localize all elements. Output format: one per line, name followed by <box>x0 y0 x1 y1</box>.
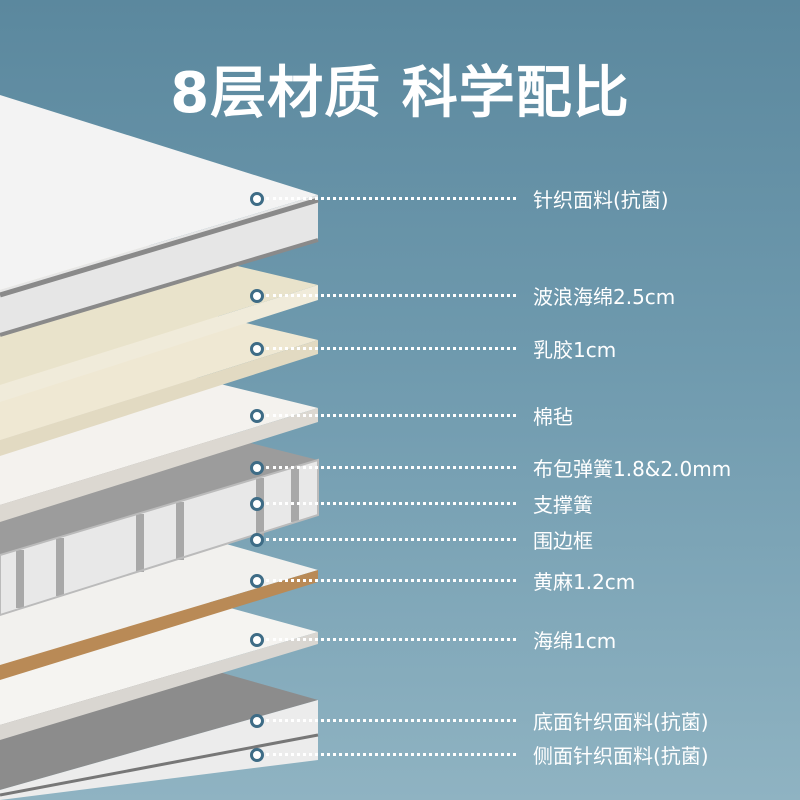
marker-dot <box>250 289 264 303</box>
leader-line <box>266 753 516 756</box>
layer-label-edge-frame: 围边框 <box>250 529 800 553</box>
leader-line <box>266 538 516 541</box>
layer-label: 针织面料(抗菌) <box>533 188 669 212</box>
page-title: 8层材质 科学配比 <box>170 61 630 126</box>
marker-dot <box>250 633 264 647</box>
layer-label-top-fabric: 针织面料(抗菌) <box>250 188 800 212</box>
layer-label-pocket-springs: 布包弹簧1.8&2.0mm <box>250 457 800 481</box>
marker-dot <box>250 497 264 511</box>
layer-label: 棉毡 <box>533 405 573 429</box>
leader-line <box>266 347 516 350</box>
layer-label: 黄麻1.2cm <box>533 570 636 594</box>
marker-dot <box>250 714 264 728</box>
layer-label: 海绵1cm <box>533 629 617 653</box>
layer-label-bottom-fabric: 底面针织面料(抗菌) <box>250 710 800 734</box>
layer-label-sponge: 海绵1cm <box>250 629 800 653</box>
layer-label: 波浪海绵2.5cm <box>533 285 676 309</box>
layer-label-latex: 乳胶1cm <box>250 338 800 362</box>
layer-label: 支撑簧 <box>533 493 593 517</box>
leader-line <box>266 579 516 582</box>
leader-line <box>266 719 516 722</box>
top-fabric-layer <box>0 95 319 337</box>
layer-label-felt: 棉毡 <box>250 405 800 429</box>
marker-dot <box>250 409 264 423</box>
marker-dot <box>250 574 264 588</box>
layer-label: 乳胶1cm <box>533 338 617 362</box>
leader-line <box>266 197 516 200</box>
layer-label: 布包弹簧1.8&2.0mm <box>533 457 732 481</box>
leader-line <box>266 294 516 297</box>
layer-label: 底面针织面料(抗菌) <box>533 710 709 734</box>
layer-label: 侧面针织面料(抗菌) <box>533 744 709 768</box>
marker-dot <box>250 461 264 475</box>
marker-dot <box>250 342 264 356</box>
layer-label: 围边框 <box>533 529 593 553</box>
leader-line <box>266 414 516 417</box>
marker-dot <box>250 192 264 206</box>
marker-dot <box>250 748 264 762</box>
layer-label-side-fabric: 侧面针织面料(抗菌) <box>250 744 800 768</box>
marker-dot <box>250 533 264 547</box>
layer-label-jute: 黄麻1.2cm <box>250 570 800 594</box>
leader-line <box>266 502 516 505</box>
layer-label-wave-foam: 波浪海绵2.5cm <box>250 285 800 309</box>
leader-line <box>266 466 516 469</box>
layer-label-support-springs: 支撑簧 <box>250 493 800 517</box>
leader-line <box>266 638 516 641</box>
